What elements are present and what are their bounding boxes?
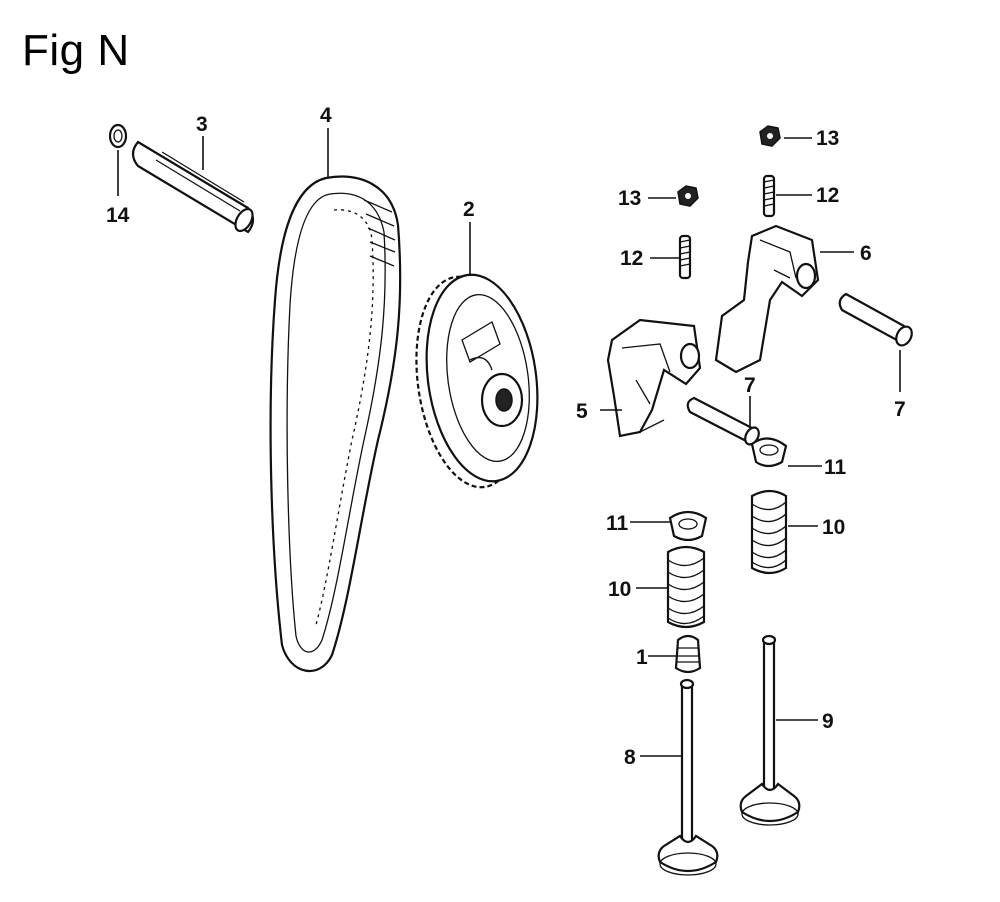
callout-1: 1 [636, 646, 648, 669]
callout-7-right: 7 [894, 398, 906, 421]
callout-11-left: 11 [606, 512, 629, 535]
retainer-part-11-right [750, 437, 788, 468]
callout-5: 5 [576, 400, 588, 423]
valve-part-9 [739, 634, 801, 826]
callout-13-upper: 13 [816, 127, 839, 150]
callout-6: 6 [860, 242, 872, 265]
callout-11-right: 11 [824, 456, 847, 479]
callout-4: 4 [320, 104, 332, 127]
callout-7-left: 7 [744, 374, 756, 397]
callout-3: 3 [196, 113, 208, 136]
washer-part-14 [108, 123, 128, 149]
callout-10-left: 10 [608, 578, 631, 601]
valve-part-8 [657, 678, 719, 876]
timing-belt-part-4 [269, 175, 402, 673]
cam-gear-part-2 [415, 273, 539, 489]
nut-part-13-upper [759, 125, 781, 147]
rocker-arm-part-6 [714, 224, 820, 374]
stem-seal-part-1 [674, 634, 702, 674]
callout-2: 2 [463, 198, 475, 221]
callout-12-lower: 12 [620, 247, 643, 270]
figure-title: Fig N [22, 26, 130, 75]
callout-9: 9 [822, 710, 834, 733]
callout-14: 14 [106, 204, 130, 227]
screw-part-12-upper [762, 174, 776, 218]
spring-part-10-right [750, 489, 788, 575]
callout-8: 8 [624, 746, 636, 769]
leader-lines [117, 128, 901, 757]
nut-part-13-lower [677, 185, 699, 207]
shaft-part-3 [131, 140, 255, 234]
screw-part-12-lower [678, 234, 692, 280]
retainer-part-11-left [668, 510, 708, 542]
callout-12-upper: 12 [816, 184, 839, 207]
callout-13-lower: 13 [618, 187, 641, 210]
callout-10-right: 10 [822, 516, 845, 539]
spring-part-10-left [666, 545, 706, 629]
callout-labels: 14 3 4 2 13 13 12 12 6 5 7 7 11 11 10 10… [106, 104, 906, 769]
rocker-arm-part-5 [606, 318, 702, 438]
pin-part-7-right [838, 292, 913, 347]
